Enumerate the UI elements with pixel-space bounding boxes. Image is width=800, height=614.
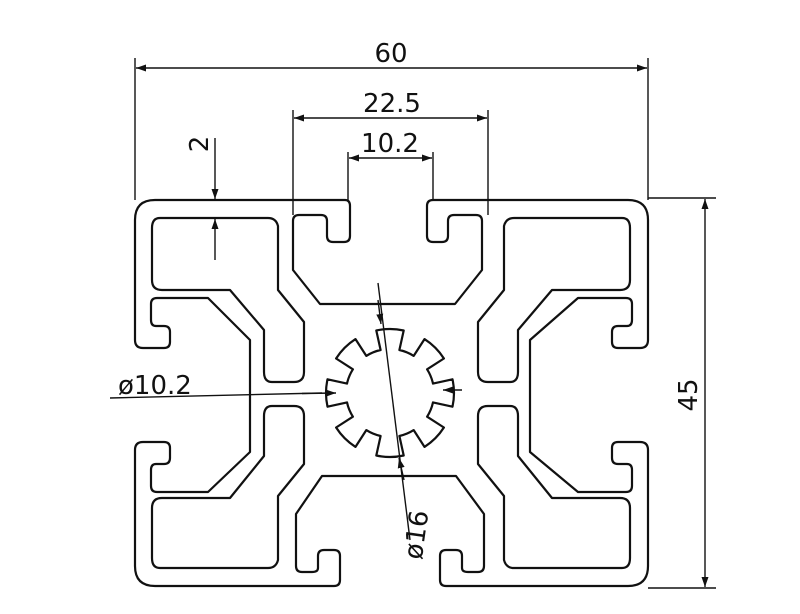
dim-label-22-5: 22.5 [363,89,421,119]
center-star-bore [324,327,456,459]
dim-label-45: 45 [674,378,704,411]
dimension-overall-width: 60 [134,39,649,200]
dimension-slot-opening: 10.2 [347,129,434,200]
dim-label-10-2: 10.2 [361,129,419,159]
dim-label-16: ø16 [399,509,436,562]
dimension-outer-circle: ø16 [376,282,436,562]
cavity-top-left [150,216,306,384]
dim-label-bore-10-2: ø10.2 [118,371,192,401]
profile-outer-contour [133,198,650,588]
cavity-bottom-left [150,404,306,570]
dimension-wall-thickness: 2 [165,136,230,260]
dimension-overall-height: 45 [648,197,716,589]
cavity-bottom-right [476,404,632,570]
dim-label-60: 60 [374,39,407,69]
dimension-center-bore: ø10.2 [109,371,462,401]
dimension-slot-outer-width: 22.5 [292,89,489,215]
dim-label-2: 2 [185,136,215,153]
cavity-top-right [476,216,632,384]
